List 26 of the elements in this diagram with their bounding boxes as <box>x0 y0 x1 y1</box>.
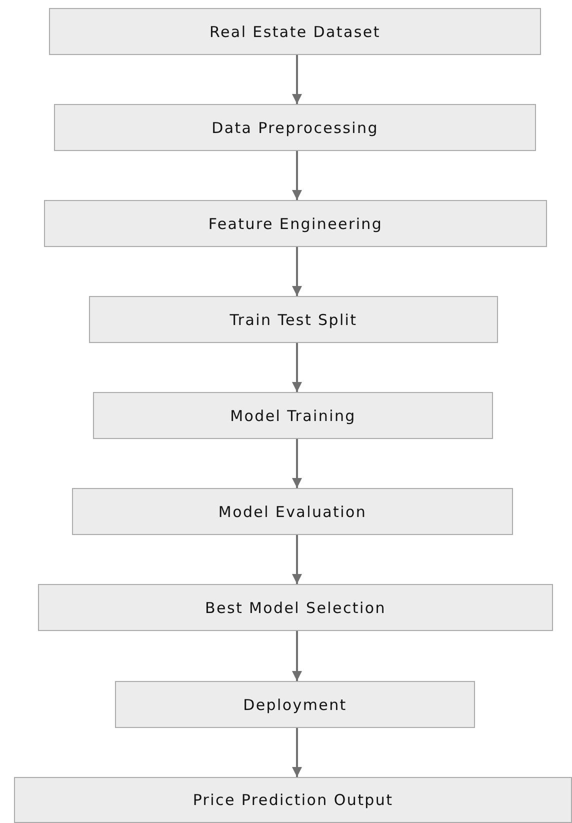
step-label: Best Model Selection <box>205 598 386 616</box>
step-label: Data Preprocessing <box>212 118 378 136</box>
process-box <box>89 296 498 343</box>
step-label: Model Training <box>230 406 356 424</box>
arrow <box>292 439 302 488</box>
step-label: Train Test Split <box>230 310 358 328</box>
process-box <box>93 392 493 439</box>
arrow <box>292 343 302 392</box>
step-label: Model Evaluation <box>218 502 367 520</box>
arrow <box>292 247 302 296</box>
arrow <box>292 631 302 681</box>
step-label: Deployment <box>243 696 347 714</box>
process-box <box>54 104 536 151</box>
process-box <box>72 488 513 535</box>
step-label: Real Estate Dataset <box>210 22 380 40</box>
process-box <box>44 200 547 247</box>
process-box <box>49 8 541 55</box>
process-box <box>14 777 572 823</box>
arrow <box>292 151 302 200</box>
arrow <box>292 55 302 104</box>
arrow <box>292 728 302 777</box>
step-label: Price Prediction Output <box>192 791 394 809</box>
arrow <box>292 535 302 584</box>
step-label: Feature Engineering <box>208 214 383 232</box>
process-box <box>115 681 475 728</box>
process-box <box>38 584 553 631</box>
